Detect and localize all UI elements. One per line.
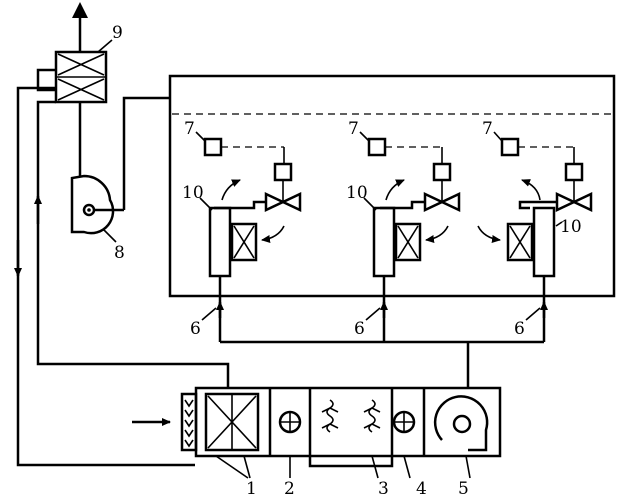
exhaust-fan [70, 174, 124, 235]
leader-8 [103, 229, 117, 243]
coil [230, 222, 258, 262]
coil [394, 222, 422, 262]
label-6c: 6 [514, 319, 525, 339]
sensor-7 [367, 137, 387, 157]
ahu-casing [194, 386, 502, 458]
return-duct [14, 86, 195, 467]
fan-coil-unit-10 [532, 206, 556, 278]
label-1: 1 [246, 479, 257, 497]
leader-5 [465, 455, 471, 479]
label-2: 2 [284, 479, 295, 497]
leader-7a [195, 131, 206, 142]
sensor-7 [203, 137, 223, 157]
actuator [432, 162, 452, 182]
control-valve [555, 192, 593, 212]
leader-9 [97, 39, 113, 53]
leader-7c [493, 131, 503, 142]
actuator [564, 162, 584, 182]
label-10a: 10 [182, 183, 204, 203]
section-3-humidifier [321, 399, 381, 433]
leader-4 [403, 455, 411, 479]
fresh-air-duct [34, 100, 230, 388]
zone-3 [477, 137, 593, 342]
leader-1a [215, 455, 249, 479]
exhaust-arrow [72, 2, 88, 52]
zone-2 [367, 137, 461, 342]
exhaust-duct-from-room [122, 96, 170, 210]
label-7a: 7 [184, 119, 195, 139]
leader-6b [365, 307, 381, 321]
label-8: 8 [114, 243, 125, 263]
label-5: 5 [458, 479, 469, 497]
exchanger-bypass [36, 68, 56, 92]
actuator [273, 162, 293, 182]
leader-10a [199, 197, 213, 211]
fan-coil-unit-10 [372, 206, 396, 278]
sensor-7 [500, 137, 520, 157]
zone-1 [203, 137, 302, 342]
label-7b: 7 [348, 119, 359, 139]
label-10c: 10 [560, 217, 582, 237]
label-6a: 6 [190, 319, 201, 339]
leader-10c [555, 221, 563, 227]
leader-6c [525, 307, 541, 321]
air-handling-unit [180, 386, 502, 468]
leader-10b [363, 197, 377, 211]
room-enclosure [168, 74, 616, 298]
label-6b: 6 [354, 319, 365, 339]
heat-recovery-exchanger [54, 50, 108, 104]
leader-1b [243, 455, 251, 479]
coil [506, 222, 534, 262]
leader-3 [371, 455, 379, 479]
label-9: 9 [112, 23, 123, 43]
section-5-supply-fan [433, 395, 489, 452]
label-10b: 10 [346, 183, 368, 203]
label-3: 3 [378, 479, 389, 497]
fan-coil-unit-10 [208, 206, 232, 278]
leader-7b [359, 131, 370, 142]
label-4: 4 [416, 479, 427, 497]
drain-link [308, 456, 394, 468]
control-valve [264, 192, 302, 212]
control-valve [423, 192, 461, 212]
intake-louver [180, 392, 198, 452]
label-7c: 7 [482, 119, 493, 139]
leader-6a [201, 307, 217, 321]
